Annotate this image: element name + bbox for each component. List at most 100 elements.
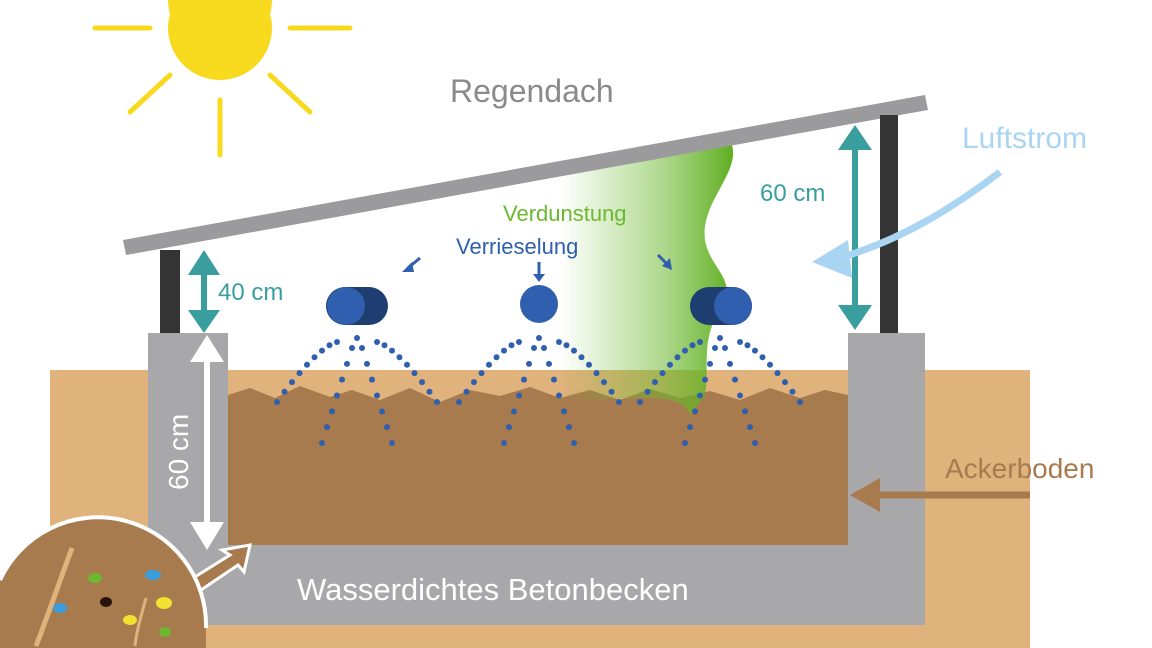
water-droplet bbox=[324, 424, 330, 431]
water-droplet bbox=[374, 392, 380, 399]
water-droplet bbox=[689, 342, 696, 349]
water-droplet bbox=[311, 354, 318, 361]
height-arrow-right bbox=[838, 125, 872, 330]
water-droplet bbox=[546, 360, 552, 367]
water-droplet bbox=[501, 347, 507, 354]
water-droplet bbox=[493, 354, 500, 361]
water-droplet bbox=[319, 347, 325, 354]
water-droplet bbox=[737, 392, 743, 399]
irrigation-label: Verrieselung bbox=[456, 234, 578, 259]
water-droplet bbox=[702, 376, 708, 383]
water-droplet bbox=[511, 408, 517, 415]
water-droplet bbox=[616, 399, 622, 405]
water-droplet bbox=[637, 399, 643, 405]
water-droplet bbox=[667, 361, 673, 368]
water-droplet bbox=[354, 335, 360, 341]
concrete-basin bbox=[148, 333, 925, 625]
airflow-arrow bbox=[812, 169, 1003, 278]
depth-arrow-left bbox=[190, 335, 224, 550]
basin-soil bbox=[228, 386, 848, 545]
water-droplet bbox=[674, 354, 681, 361]
water-droplet bbox=[682, 347, 688, 354]
water-droplet bbox=[526, 360, 532, 367]
water-droplet bbox=[531, 345, 537, 351]
water-droplet bbox=[516, 392, 522, 399]
water-droplet bbox=[339, 376, 345, 383]
water-droplet bbox=[727, 360, 733, 367]
sprinkler-right bbox=[690, 287, 752, 325]
water-droplet bbox=[506, 424, 512, 431]
airflow-label: Luftstrom bbox=[962, 122, 1087, 155]
water-droplet bbox=[659, 370, 666, 377]
water-droplet bbox=[742, 408, 748, 415]
water-droplet bbox=[434, 399, 440, 405]
soil-detail-icon bbox=[0, 515, 252, 648]
water-droplet bbox=[304, 361, 310, 368]
small-arrows bbox=[402, 253, 672, 282]
water-droplet bbox=[389, 440, 395, 446]
roof-label: Regendach bbox=[450, 73, 614, 109]
sprinkler-left bbox=[326, 287, 388, 325]
water-droplet bbox=[381, 342, 388, 349]
water-droplet bbox=[752, 347, 758, 354]
water-droplet bbox=[737, 339, 743, 345]
water-droplet bbox=[426, 388, 433, 395]
water-droplet bbox=[369, 376, 375, 383]
water-droplet bbox=[508, 342, 515, 349]
water-droplet bbox=[319, 440, 325, 446]
water-droplet bbox=[551, 376, 557, 383]
water-droplet bbox=[359, 345, 365, 351]
water-droplet bbox=[289, 379, 295, 386]
water-droplet bbox=[732, 376, 738, 383]
water-droplet bbox=[644, 388, 651, 395]
sun-icon bbox=[92, 0, 353, 158]
water-droplet bbox=[349, 345, 355, 351]
water-droplet bbox=[707, 360, 713, 367]
water-droplet bbox=[536, 335, 542, 341]
basin-label: Wasserdichtes Betonbecken bbox=[297, 572, 689, 607]
water-droplet bbox=[471, 379, 477, 386]
sprinkler-center bbox=[520, 285, 558, 323]
water-droplet bbox=[326, 342, 333, 349]
water-droplet bbox=[712, 345, 718, 351]
water-droplet bbox=[379, 408, 385, 415]
water-droplet bbox=[329, 408, 335, 415]
water-droplet bbox=[486, 361, 492, 368]
water-droplet bbox=[744, 342, 751, 349]
water-droplet bbox=[782, 379, 788, 386]
water-droplet bbox=[561, 408, 567, 415]
water-droplet bbox=[652, 379, 658, 386]
water-droplet bbox=[344, 360, 350, 367]
water-droplet bbox=[374, 339, 380, 345]
height-arrow-left-gap bbox=[188, 250, 220, 333]
water-droplet bbox=[296, 370, 303, 377]
water-droplet bbox=[281, 388, 288, 395]
water-droplet bbox=[774, 370, 781, 377]
field-soil-arrow bbox=[850, 478, 1030, 512]
evaporation-label: Verdunstung bbox=[503, 201, 627, 226]
water-droplet bbox=[521, 376, 527, 383]
height-gap-label: 40 cm bbox=[218, 279, 283, 306]
water-droplet bbox=[334, 392, 340, 399]
water-droplet bbox=[571, 347, 577, 354]
water-droplet bbox=[274, 399, 280, 405]
height-right-label: 60 cm bbox=[760, 180, 825, 207]
water-droplet bbox=[578, 354, 585, 361]
water-droplet bbox=[697, 339, 703, 345]
water-droplet bbox=[722, 345, 728, 351]
water-droplet bbox=[682, 440, 688, 446]
water-droplet bbox=[389, 347, 395, 354]
water-droplet bbox=[571, 440, 577, 446]
water-droplet bbox=[396, 354, 403, 361]
water-droplet bbox=[456, 399, 462, 405]
water-droplet bbox=[687, 424, 693, 431]
water-droplet bbox=[759, 354, 766, 361]
water-droplet bbox=[478, 370, 485, 377]
water-droplet bbox=[364, 360, 370, 367]
water-droplet bbox=[593, 370, 600, 377]
water-droplet bbox=[601, 379, 607, 386]
water-droplet bbox=[516, 339, 522, 345]
water-droplet bbox=[752, 440, 758, 446]
water-droplet bbox=[501, 440, 507, 446]
